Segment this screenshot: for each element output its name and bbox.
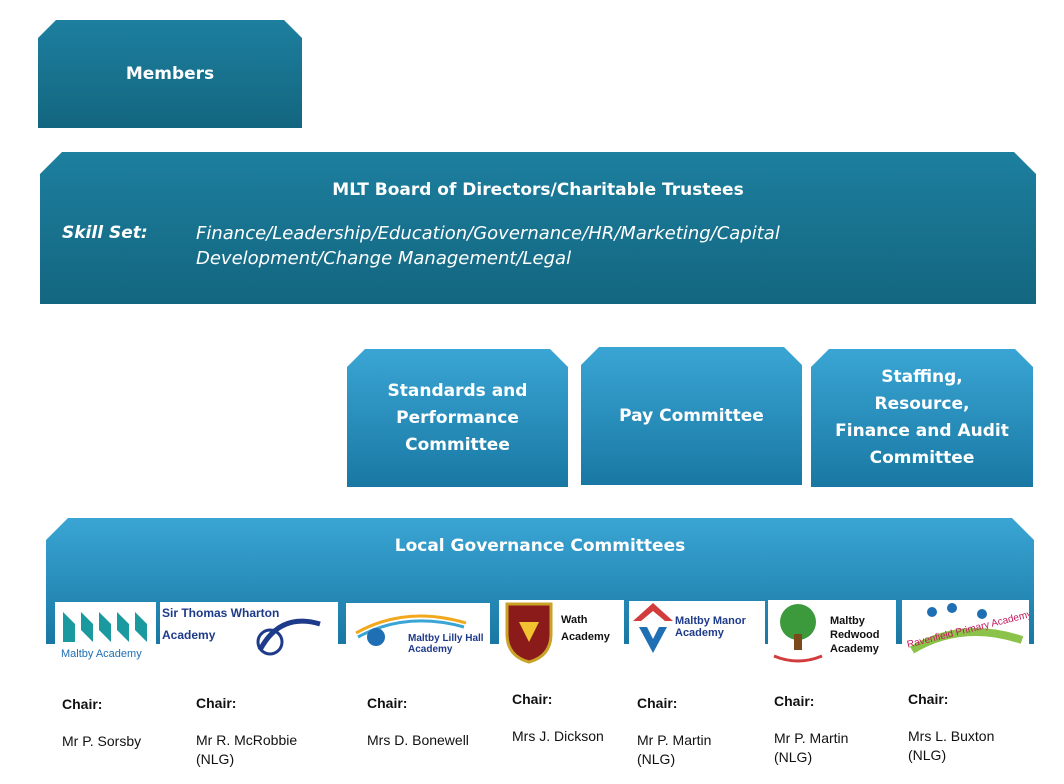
- members-box: Members: [38, 20, 302, 128]
- chair-wath-academy: Chair: Mrs J. Dickson: [512, 691, 652, 746]
- chair-name: Mrs J. Dickson: [512, 728, 604, 744]
- skill-set-label: Skill Set:: [62, 223, 148, 243]
- chair-maltby-academy: Chair: Mr P. Sorsby: [62, 696, 202, 751]
- redwood-tree-icon: [773, 604, 823, 663]
- chair-lilly-hall: Chair: Mrs D. Bonewell: [367, 695, 507, 750]
- chair-sir-thomas-wharton: Chair: Mr R. McRobbie (NLG): [196, 695, 326, 769]
- staffing-committee-label: Staffing, Resource, Finance and Audit Co…: [835, 367, 1009, 468]
- ravenfield-figures-icon: [909, 603, 1024, 654]
- chair-label: Chair:: [367, 695, 408, 711]
- pay-committee-box: Pay Committee: [581, 347, 802, 485]
- maltby-redwood-logo: Maltby Redwood Academy: [768, 600, 896, 665]
- maltby-manor-emblem-icon: [633, 603, 673, 653]
- maltby-manor-logo: Maltby Manor Academy: [629, 601, 765, 663]
- lilly-hall-logo-text: Maltby Lilly Hall Academy: [408, 633, 484, 655]
- chair-label: Chair:: [774, 693, 815, 709]
- sir-thomas-wharton-logo-text: Sir Thomas Wharton Academy: [162, 606, 280, 642]
- chair-label: Chair:: [908, 691, 949, 707]
- lilly-hall-emblem-icon: [355, 614, 467, 646]
- maltby-redwood-logo-text: Maltby Redwood Academy: [830, 615, 880, 655]
- wath-academy-logo: Wath Academy: [499, 600, 624, 664]
- staffing-committee-box: Staffing, Resource, Finance and Audit Co…: [811, 349, 1033, 487]
- pay-committee-label: Pay Committee: [619, 405, 764, 426]
- chair-name: Mr P. Sorsby: [62, 733, 142, 749]
- chair-label: Chair:: [512, 691, 553, 707]
- maltby-academy-logo: Maltby Academy: [55, 602, 156, 664]
- chair-name: Mr P. Martin (NLG): [637, 732, 712, 767]
- members-label: Members: [125, 64, 215, 84]
- ravenfield-logo: Ravenfield Primary Academy: [902, 600, 1029, 665]
- chair-maltby-redwood: Chair: Mr P. Martin (NLG): [774, 693, 884, 767]
- chair-name: Mrs L. Buxton (NLG): [908, 728, 995, 763]
- chair-maltby-manor: Chair: Mr P. Martin (NLG): [637, 695, 747, 769]
- standards-committee-label: Standards and Performance Committee: [387, 380, 528, 455]
- chair-name: Mr R. McRobbie (NLG): [196, 732, 298, 767]
- skill-set-text: Finance/Leadership/Education/Governance/…: [196, 223, 780, 269]
- maltby-manor-logo-text: Maltby Manor Academy: [675, 615, 746, 639]
- sir-thomas-wharton-logo: Sir Thomas Wharton Academy: [160, 602, 338, 662]
- chair-label: Chair:: [637, 695, 678, 711]
- wath-academy-logo-text: Wath Academy: [561, 614, 610, 643]
- maltby-academy-logo-text: Maltby Academy: [61, 648, 142, 660]
- lilly-hall-logo: Maltby Lilly Hall Academy: [346, 603, 490, 661]
- sir-thomas-wharton-emblem-icon: [256, 618, 321, 656]
- local-governance-title: Local Governance Committees: [394, 536, 686, 556]
- chair-name: Mrs D. Bonewell: [367, 732, 469, 748]
- maltby-academy-emblem-icon: [63, 612, 147, 642]
- chair-label: Chair:: [62, 696, 103, 712]
- standards-committee-box: Standards and Performance Committee: [347, 349, 568, 487]
- wath-crest-icon: [505, 602, 553, 664]
- board-box: MLT Board of Directors/Charitable Truste…: [40, 152, 1036, 304]
- chair-label: Chair:: [196, 695, 237, 711]
- chair-ravenfield: Chair: Mrs L. Buxton (NLG): [908, 691, 1028, 765]
- board-title: MLT Board of Directors/Charitable Truste…: [332, 180, 744, 200]
- chair-name: Mr P. Martin (NLG): [774, 730, 849, 765]
